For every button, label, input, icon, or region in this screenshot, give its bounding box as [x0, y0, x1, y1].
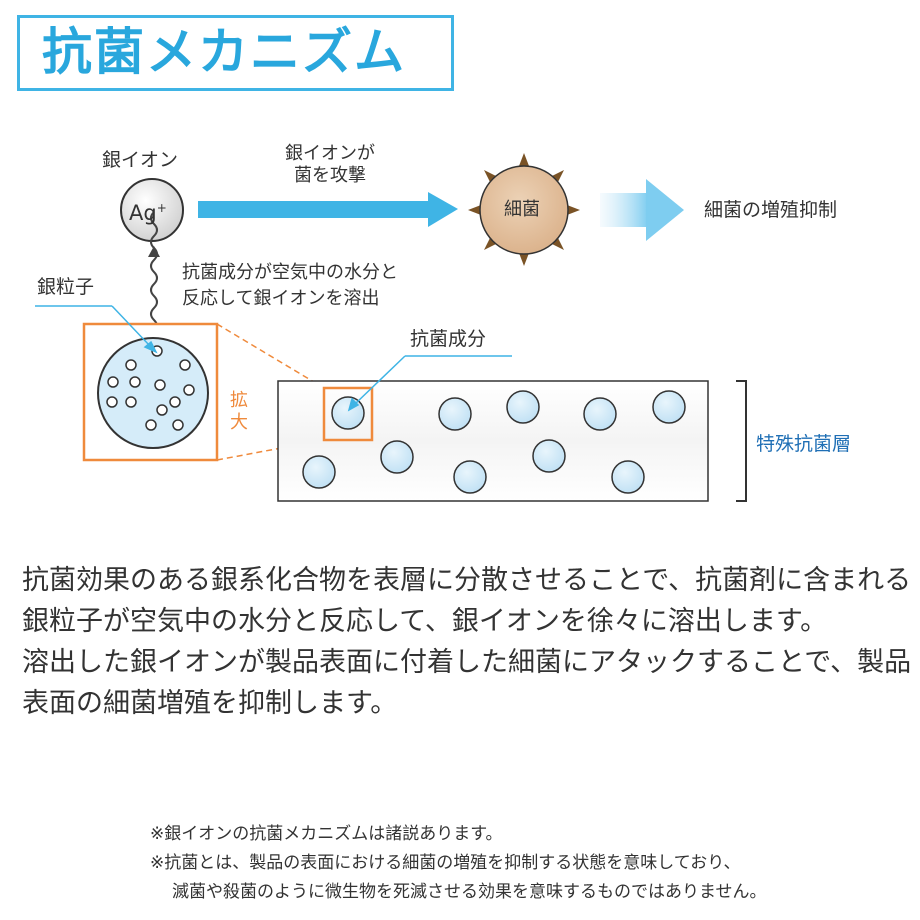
release-label-line1: 抗菌成分が空気中の水分と: [182, 262, 398, 283]
attack-arrow: [198, 192, 458, 227]
notes: ※銀イオンの抗菌メカニズムは諸説あります。 ※抗菌とは、製品の表面における細菌の…: [150, 820, 767, 907]
attack-label: 銀イオンが 菌を攻撃: [260, 143, 400, 187]
attack-label-line1: 銀イオンが: [285, 143, 375, 164]
silver-particle-label: 銀粒子: [37, 276, 95, 298]
zoom-label: 拡 大: [230, 390, 248, 434]
ion-release-wave: [150, 211, 158, 345]
ag-symbol-label: Ag+: [129, 197, 167, 224]
page-title: 抗菌メカニズム: [42, 23, 406, 81]
bacteria-label: 細菌: [504, 199, 540, 220]
title-box: [17, 15, 454, 91]
description-paragraph-2: 溶出した銀イオンが製品表面に付着した細菌にアタックすることで、製品表面の細菌増殖…: [22, 647, 912, 719]
result-label: 細菌の増殖抑制: [704, 199, 838, 221]
release-label-line2: 反応して銀イオンを溶出: [182, 288, 380, 309]
attack-label-line2: 菌を攻撃: [294, 165, 366, 186]
component-pointer: [347, 355, 512, 412]
ag-symbol: Ag: [129, 201, 157, 225]
mechanism-diagram: [35, 153, 747, 502]
ag-charge: +: [156, 201, 167, 215]
layer-particles: [302, 390, 686, 494]
description-paragraph-1: 抗菌効果のある銀系化合物を表層に分散させることで、抗菌剤に含まれる銀粒子が空気中…: [22, 565, 912, 637]
bacteria: [468, 153, 580, 266]
silver-particle-pointer: [35, 305, 158, 354]
component-label: 抗菌成分: [410, 328, 487, 350]
silver-particles: [106, 345, 195, 431]
zoom-label-1: 拡: [230, 390, 248, 411]
silver-ion-label: 銀イオン: [102, 149, 179, 171]
layer-bracket: [736, 380, 747, 502]
release-label: 抗菌成分が空気中の水分と 反応して銀イオンを溶出: [182, 260, 398, 312]
description: 抗菌効果のある銀系化合物を表層に分散させることで、抗菌剤に含まれる銀粒子が空気中…: [22, 560, 912, 724]
result-arrow: [600, 179, 684, 241]
note-2-line2: 滅菌や殺菌のように微生物を死滅させる効果を意味するものではありません。: [172, 882, 767, 902]
layer-zoom-box: [322, 386, 374, 442]
zoom-label-2: 大: [230, 412, 248, 433]
note-2-line1: ※抗菌とは、製品の表面における細菌の増殖を抑制する状態を意味しており、: [150, 853, 741, 873]
note-1: ※銀イオンの抗菌メカニズムは諸説あります。: [150, 824, 503, 844]
layer-label: 特殊抗菌層: [756, 433, 852, 455]
